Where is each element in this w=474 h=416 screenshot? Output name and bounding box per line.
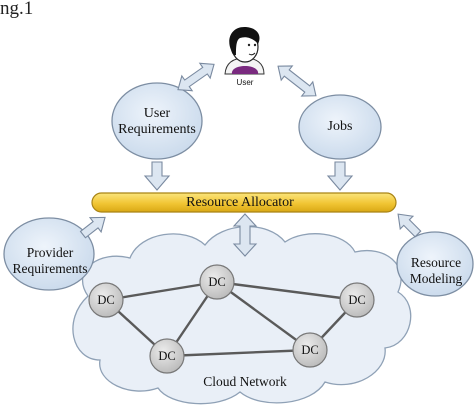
- resource-allocator-bar: [91, 192, 397, 213]
- resource-modeling-line-1: Resource: [410, 255, 462, 270]
- resource-modeling-node: [396, 231, 474, 297]
- jobs-node: [298, 94, 382, 160]
- cloud-network-label: Cloud Network: [203, 374, 287, 389]
- dc-node-5: [292, 332, 328, 368]
- dc-label-4: DC: [158, 349, 176, 363]
- user-requirements-node: [111, 82, 203, 160]
- link-dc2-dc5: [216, 281, 311, 351]
- link-dc1-dc2: [105, 280, 218, 302]
- provider-requirements-label: Provider Requirements: [0, 245, 100, 276]
- user-requirements-line-1: User: [143, 106, 171, 121]
- arrow-user-jobs: [277, 65, 317, 97]
- arrow-jobs-allocator: [326, 161, 354, 191]
- arrow-user-requirements-allocator: [143, 161, 171, 191]
- provider-requirements-node: [3, 217, 95, 291]
- dc-label-2: DC: [208, 275, 226, 289]
- arrow-provider-allocator: [79, 216, 106, 239]
- user-requirements-line-2: Requirements: [118, 122, 196, 138]
- arrow-resource-modeling-allocator: [397, 213, 422, 238]
- dc-node-2: [199, 264, 235, 300]
- resource-modeling-label: Resource Modeling: [398, 255, 474, 286]
- provider-requirements-line-1: Provider: [26, 245, 74, 260]
- dc-node-1: [88, 282, 124, 318]
- arrow-user-user-requirements: [177, 62, 215, 92]
- link-dc4-dc5: [166, 348, 311, 358]
- link-dc2-dc3: [216, 280, 358, 302]
- arrow-allocator-cloud: [232, 213, 258, 257]
- dc-node-3: [339, 282, 375, 318]
- user-avatar-icon: [224, 26, 265, 75]
- dc-label-1: DC: [97, 293, 115, 307]
- figure-label: ng.1: [0, 0, 34, 19]
- resource-modeling-line-2: Modeling: [409, 270, 463, 286]
- dc-label-5: DC: [301, 343, 319, 357]
- jobs-label: Jobs: [327, 119, 353, 134]
- user-label: User: [236, 78, 254, 87]
- dc-label-3: DC: [348, 293, 366, 307]
- dc-node-4: [149, 338, 185, 374]
- user-requirements-label: User Requirements: [112, 106, 202, 138]
- resource-allocator-label: Resource Allocator: [186, 195, 294, 210]
- provider-requirements-line-2: Requirements: [12, 260, 88, 276]
